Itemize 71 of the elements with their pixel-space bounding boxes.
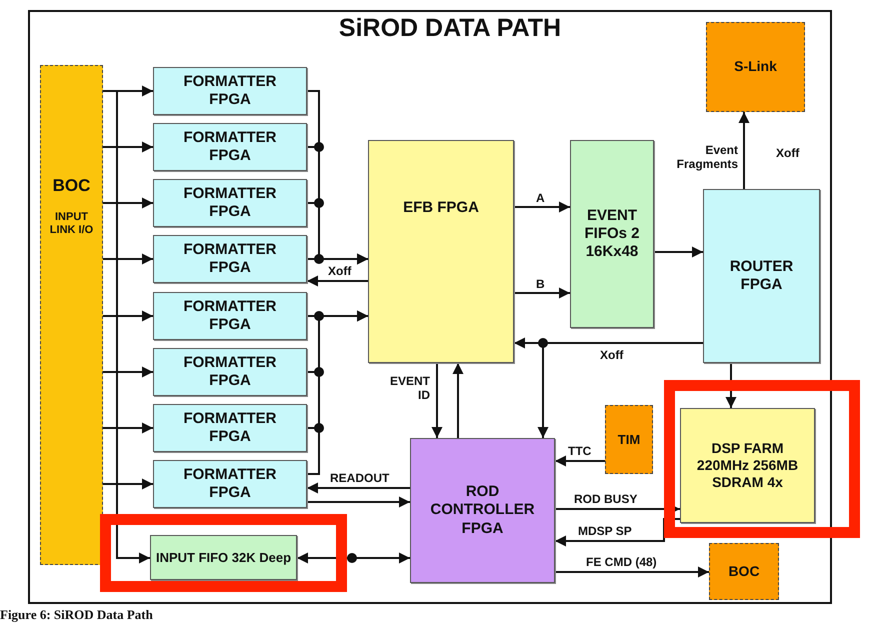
signal-label: Xoff [776,146,800,160]
arrow [514,202,570,212]
fpga-block [153,235,307,283]
arrow [307,482,410,494]
fpga-block [153,67,307,115]
block-title: FORMATTER FPGA [182,354,278,390]
arrow [307,496,410,508]
block-title: INPUT FIFO 32K Deep [154,550,292,566]
block-title: FORMATTER FPGA [182,410,278,446]
fpga-block [153,179,307,227]
block-title: BOC [727,562,761,580]
arrow [555,504,680,514]
block-title: TIM [616,432,642,448]
block-title: BOC [52,176,92,197]
arrow [514,288,570,298]
controller-block [410,438,555,583]
arrow [103,198,153,208]
figure-caption: Figure 6: SiROD Data Path [0,607,153,623]
edge-label: ROD BUSY [574,492,638,506]
arrow [555,456,605,466]
arrow [555,566,709,578]
arrow [103,366,153,378]
fpga-block [703,189,820,363]
arrow [103,142,153,152]
arrow [307,310,368,475]
arrow [452,363,464,438]
fifo-block [570,140,654,328]
block-title: FORMATTER FPGA [182,184,278,222]
fpga-block [153,404,307,452]
arrow [103,422,153,434]
block-title: FORMATTER FPGA [182,72,278,110]
arrow [738,112,750,189]
module-block [605,405,653,474]
block-title: EFB FPGA [402,199,480,218]
edge-label: Xoff [328,264,352,278]
arrow [307,254,368,264]
edge-label: READOUT [330,471,390,486]
arrow [103,86,153,96]
block-title: FORMATTER FPGA [182,466,278,502]
arrow [654,246,703,258]
fpga-block [368,140,514,363]
fpga-block [153,123,307,171]
link-block [706,22,805,112]
fpga-block [153,348,307,396]
arrow [103,483,150,564]
block-title: FORMATTER FPGA [182,240,278,278]
fpga-block [153,292,307,340]
board-block [40,65,103,565]
arrow [103,310,153,322]
edge-label: TTC [568,444,592,458]
edge-label: MDSP SP [578,524,632,538]
edge-label: FE CMD (48) [586,555,657,570]
block-subtitle: INPUT LINK I/O [48,210,94,238]
block-title: DSP FARM 220MHz 256MB SDRAM 4x [696,440,800,492]
block-title: ROD CONTROLLER FPGA [429,483,536,538]
board-block [709,543,779,600]
arrow [297,552,410,564]
block-title: FORMATTER FPGA [182,298,278,334]
block-title: S-Link [733,58,778,76]
fpga-block [153,460,307,508]
block-title: FORMATTER FPGA [182,128,278,166]
block-title: EVENT FIFOs 2 16Kx48 [583,206,640,262]
arrow [103,254,153,264]
arrow [307,276,368,286]
edge-label: Xoff [600,348,624,362]
fifo-block [150,535,297,580]
block-title: ROUTER FPGA [728,258,794,294]
arrow [432,363,442,438]
processor-block [680,408,815,523]
diagram-title: SiROD DATA PATH [338,14,562,43]
arrow [555,518,680,546]
